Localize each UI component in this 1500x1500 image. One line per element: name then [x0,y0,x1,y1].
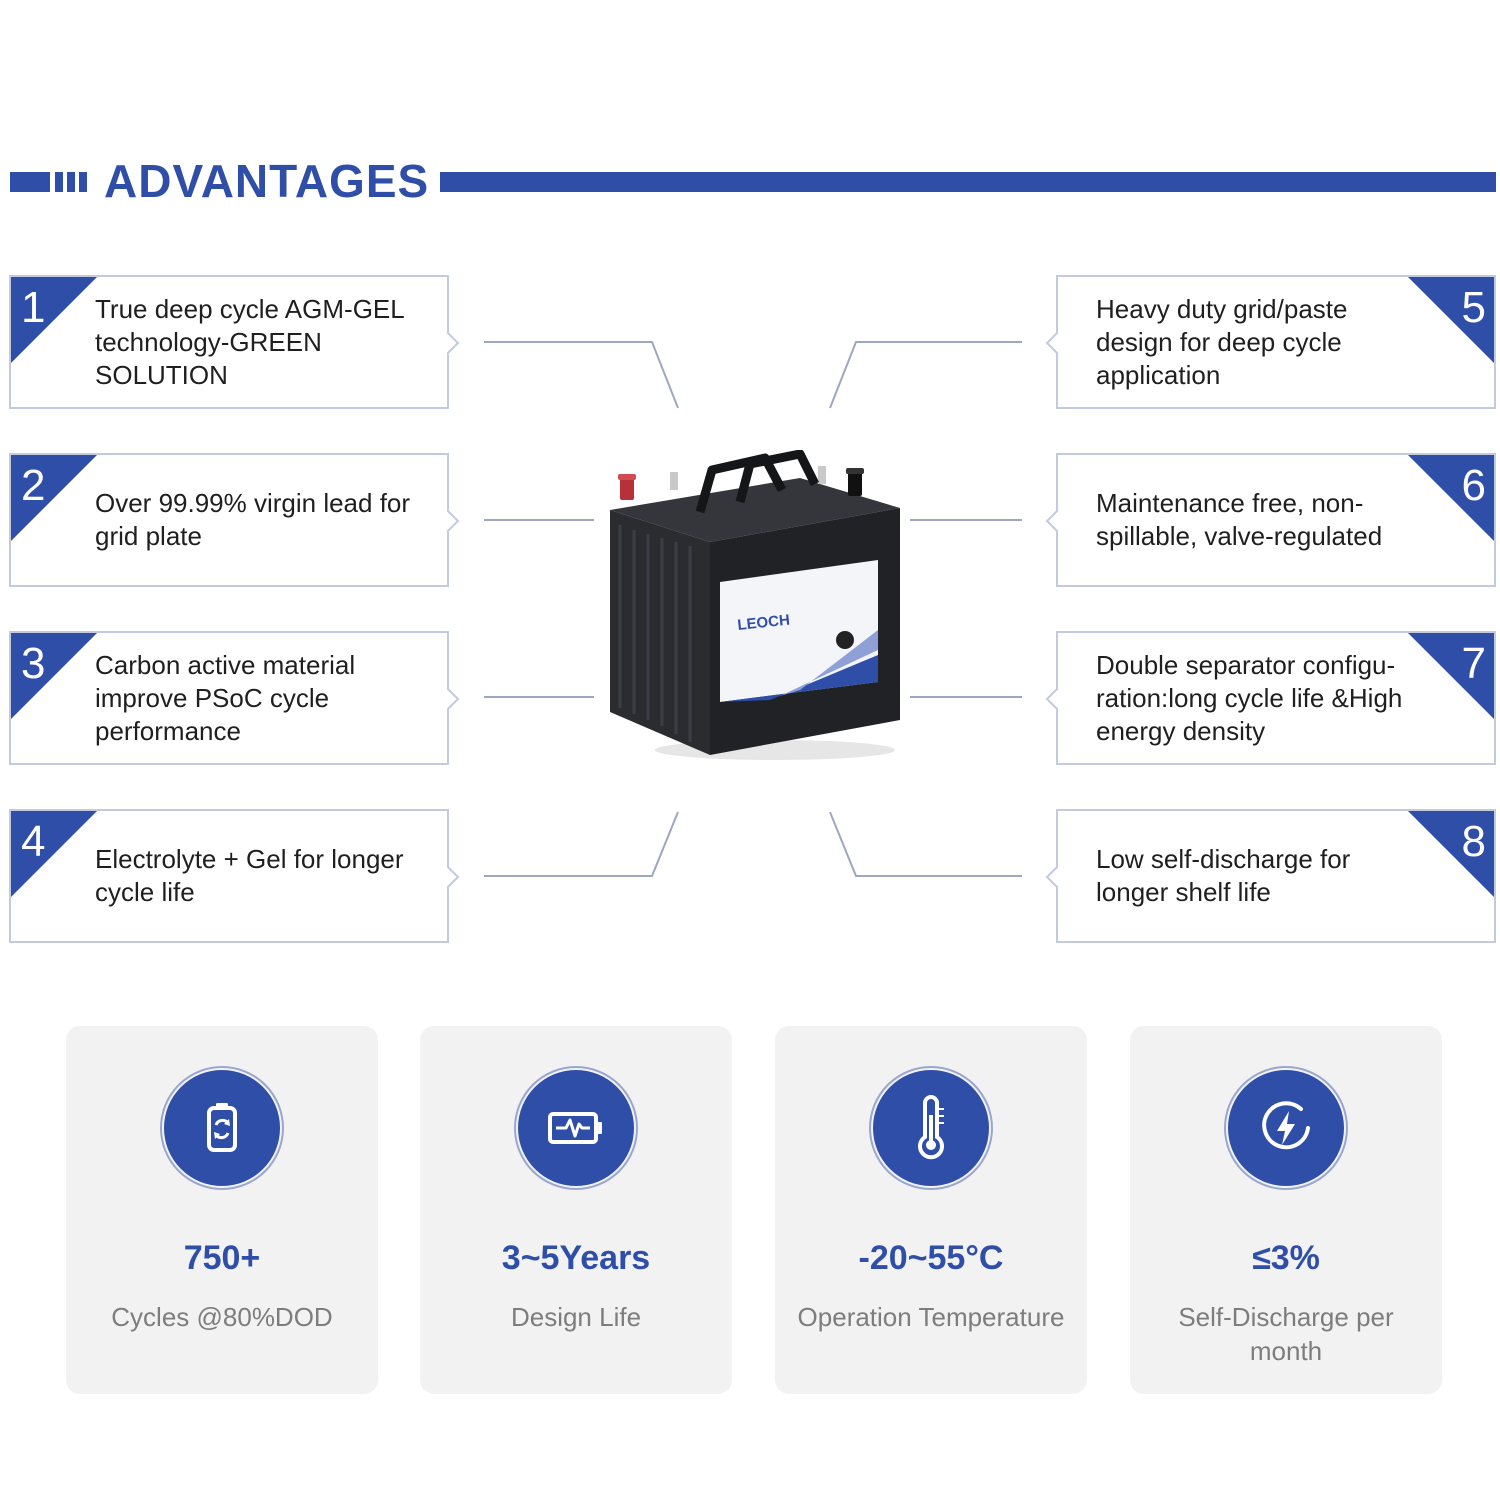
battery-image: LEOCH [610,450,900,760]
number-badge [1408,277,1494,363]
feature-number: 2 [21,461,46,510]
feature-box-3: 3 Carbon active material improve PSoC cy… [9,631,460,765]
feature-number: 3 [21,639,46,688]
number-badge [11,277,97,363]
number-badge [1408,633,1494,719]
feature-number: 5 [1461,283,1486,332]
battery-pulse-icon [518,1070,634,1186]
icon-ring [514,1066,638,1190]
feature-text: Carbon active material improve PSoC cycl… [95,649,356,746]
battery-logo-text: LEOCH [737,612,791,634]
feature-number: 1 [21,283,46,332]
header-decoration [10,172,87,192]
stat-card-cycles: 750+ Cycles @80%DOD [66,1026,378,1394]
stat-value: 3~5Years [501,1239,651,1277]
number-badge [11,811,97,897]
stat-card-self-discharge: ≤3% Self-Discharge per month [1130,1026,1442,1394]
feature-number: 8 [1461,817,1486,866]
stat-value: ≤3% [1252,1239,1320,1277]
icon-ring [869,1066,993,1190]
feature-text: Heavy duty grid/paste design for deep cy… [1096,293,1348,390]
battery-recycle-icon [164,1070,280,1186]
page-title: ADVANTAGES [104,155,430,207]
connector-8 [829,811,1022,877]
feature-box-1: 1 True deep cycle AGM-GEL technology-GRE… [9,275,460,409]
feature-box-6: 6 Maintenance free, non-spillable, valve… [1045,453,1496,587]
number-badge [1408,811,1494,897]
icon-ring [1224,1066,1348,1190]
stat-caption: Design Life [510,1302,642,1332]
feature-box-7: 7 Double separator configu-ration:long c… [1045,631,1496,765]
header-rule [440,172,1496,192]
stat-card-temperature: -20~55°C Operation Temperature [775,1026,1087,1394]
feature-text: Electrolyte + Gel for longer cycle life [95,844,404,907]
feature-text: Low self-discharge for longer shelf life [1096,844,1351,907]
icon-ring [160,1066,284,1190]
number-badge [1408,455,1494,541]
feature-number: 4 [21,817,46,866]
stat-caption: Self-Discharge per month [1178,1302,1394,1366]
feature-box-4: 4 Electrolyte + Gel for longer cycle lif… [9,809,460,943]
feature-box-8: 8 Low self-discharge for longer shelf li… [1045,809,1496,943]
stat-value: -20~55°C [858,1239,1004,1277]
stat-caption: Cycles @80%DOD [111,1302,333,1332]
feature-number: 7 [1461,639,1486,688]
stat-card-design-life: 3~5Years Design Life [420,1026,732,1394]
stat-caption: Operation Temperature [797,1302,1065,1332]
feature-text: Over 99.99% virgin lead for grid plate [95,488,411,551]
feature-box-2: 2 Over 99.99% virgin lead for grid plate [9,453,460,587]
feature-box-5: 5 Heavy duty grid/paste design for deep … [1045,275,1496,409]
feature-text: Maintenance free, non-spillable, valve-r… [1096,488,1383,551]
feature-text: True deep cycle AGM-GEL technology-GREEN… [95,293,404,390]
connector-1 [484,341,679,409]
number-badge [11,633,97,719]
feature-number: 6 [1461,461,1486,510]
lightning-icon [1228,1070,1344,1186]
thermometer-icon [873,1070,989,1186]
feature-text: Double separator configu-ration:long cyc… [1096,649,1403,746]
stat-value: 750+ [183,1239,261,1277]
connector-4 [484,811,679,877]
connector-5 [829,341,1022,409]
number-badge [11,455,97,541]
